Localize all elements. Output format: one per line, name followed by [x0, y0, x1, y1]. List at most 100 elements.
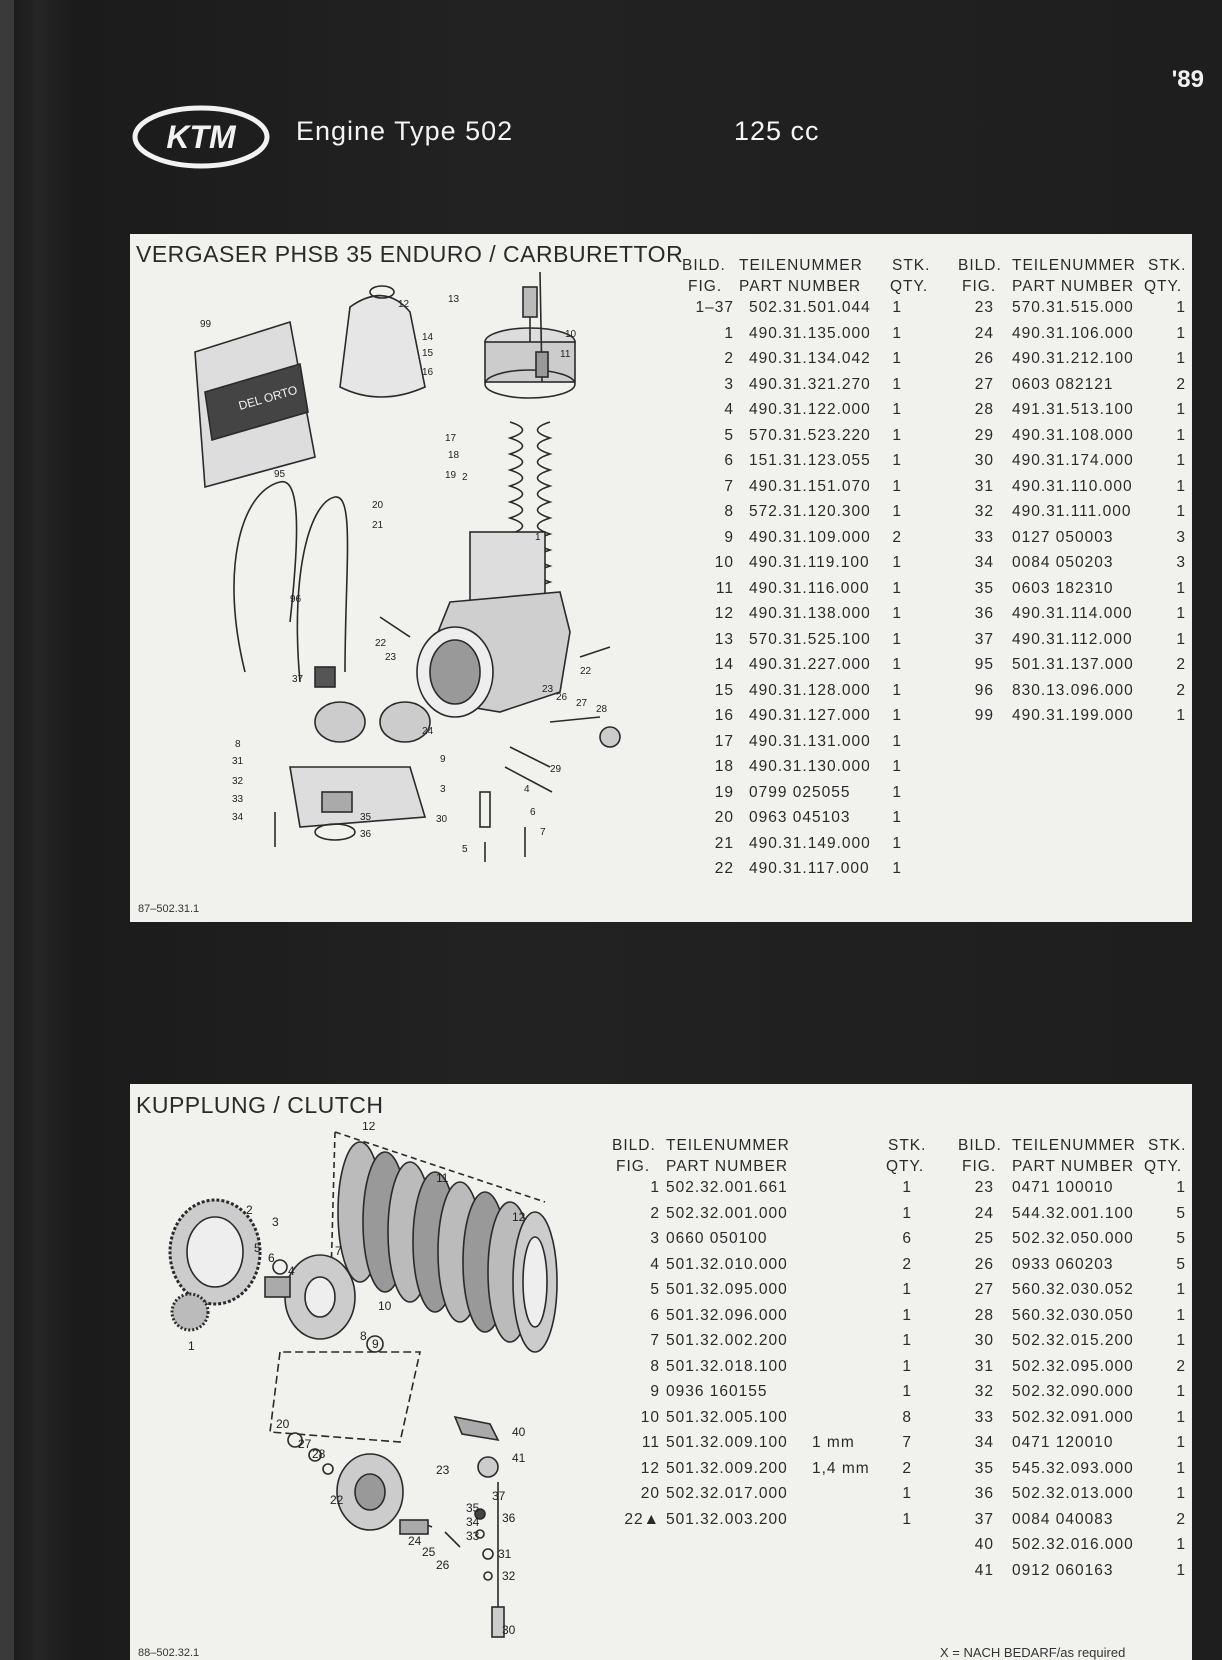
quantity: 1 — [892, 401, 902, 418]
part-number: 502.32.090.000 — [1012, 1383, 1134, 1400]
svg-text:15: 15 — [422, 348, 434, 359]
quantity: 3 — [1176, 554, 1186, 571]
carburettor-figure-code: 87–502.31.1 — [138, 903, 200, 915]
quantity: 1 — [1176, 1459, 1186, 1477]
svg-text:40: 40 — [512, 1425, 526, 1439]
clutch-footnote: X = NACH BEDARF/as required — [940, 1645, 1126, 1660]
quantity: 1 — [1176, 707, 1186, 724]
part-number: 490.31.149.000 — [749, 834, 871, 852]
part-note: 1 mm — [812, 1434, 855, 1451]
fig-number: 11 — [641, 1434, 660, 1451]
clutch-figure-code: 88–502.32.1 — [138, 1647, 200, 1659]
quantity: 1 — [1176, 1485, 1186, 1502]
fig-number: 11 — [715, 579, 734, 597]
svg-text:22: 22 — [375, 638, 387, 649]
fig-number: 20 — [640, 1485, 660, 1502]
svg-text:21: 21 — [372, 520, 384, 531]
quantity: 1 — [892, 732, 902, 750]
part-number: 0660 050100 — [666, 1230, 768, 1247]
col-bild: BILD. — [958, 1137, 1002, 1154]
quantity: 1 — [892, 707, 902, 724]
quantity: 6 — [902, 1230, 912, 1247]
fig-number: 13 — [714, 630, 734, 648]
fig-number: 10 — [640, 1408, 660, 1426]
col-part-number: PART NUMBER — [739, 278, 862, 295]
part-number: 490.31.212.100 — [1012, 350, 1134, 367]
svg-text:3: 3 — [440, 784, 446, 795]
quantity: 1 — [1176, 579, 1186, 597]
part-number: 490.31.119.100 — [749, 554, 870, 571]
fig-number: 30 — [974, 1332, 994, 1349]
engine-title: Engine Type 502 — [296, 116, 514, 146]
quantity: 1 — [1176, 1408, 1186, 1426]
part-number: 501.32.002.200 — [666, 1332, 788, 1349]
svg-text:22: 22 — [330, 1493, 344, 1507]
quantity: 1 — [892, 605, 902, 622]
svg-text:1: 1 — [188, 1339, 195, 1353]
quantity: 2 — [892, 528, 902, 546]
part-number: 0084 040083 — [1012, 1510, 1114, 1528]
fig-number: 8 — [650, 1357, 660, 1375]
part-number: 501.32.009.100 — [666, 1434, 788, 1451]
quantity: 1 — [1176, 299, 1186, 316]
svg-text:41: 41 — [512, 1451, 526, 1465]
svg-text:13: 13 — [448, 294, 460, 305]
part-number: 502.32.017.000 — [666, 1485, 788, 1502]
fig-number: 17 — [714, 732, 734, 750]
quantity: 2 — [1176, 656, 1186, 673]
quantity: 1 — [1176, 452, 1186, 469]
fig-number: 12 — [714, 605, 734, 622]
fig-number: 4 — [724, 401, 734, 418]
svg-text:23: 23 — [542, 684, 554, 695]
quantity: 2 — [1176, 681, 1186, 699]
part-number: 0912 060163 — [1012, 1561, 1114, 1579]
svg-text:32: 32 — [502, 1569, 516, 1583]
fig-number: 40 — [974, 1536, 994, 1553]
quantity: 1 — [892, 324, 902, 342]
part-number: 501.32.010.000 — [666, 1255, 788, 1273]
page-edge — [0, 0, 14, 1660]
col-teilenummer: TEILENUMMER — [666, 1137, 790, 1154]
svg-text:95: 95 — [274, 469, 286, 480]
col-qty: QTY. — [886, 1158, 925, 1175]
fig-number: 24 — [974, 1204, 994, 1222]
svg-text:96: 96 — [290, 594, 302, 605]
part-number: 0084 050203 — [1012, 554, 1114, 571]
quantity: 1 — [892, 452, 902, 469]
col-qty: QTY. — [890, 278, 929, 295]
svg-text:4: 4 — [524, 784, 530, 795]
svg-text:7: 7 — [540, 827, 546, 838]
part-number: 501.32.005.100 — [666, 1408, 788, 1426]
svg-text:5: 5 — [254, 1241, 261, 1255]
fig-number: 37 — [974, 630, 994, 648]
svg-text:9: 9 — [372, 1337, 379, 1351]
col-part-number: PART NUMBER — [666, 1158, 789, 1175]
ktm-logo: KTM — [132, 105, 270, 169]
quantity: 1 — [902, 1281, 912, 1298]
part-number: 502.32.015.200 — [1012, 1332, 1134, 1349]
col-fig: FIG. — [962, 1158, 997, 1175]
page-header: KTM Engine Type 502 125 cc — [130, 100, 1130, 172]
quantity: 2 — [1176, 1510, 1186, 1528]
fig-number: 26 — [974, 1255, 994, 1273]
quantity: 1 — [892, 579, 902, 597]
